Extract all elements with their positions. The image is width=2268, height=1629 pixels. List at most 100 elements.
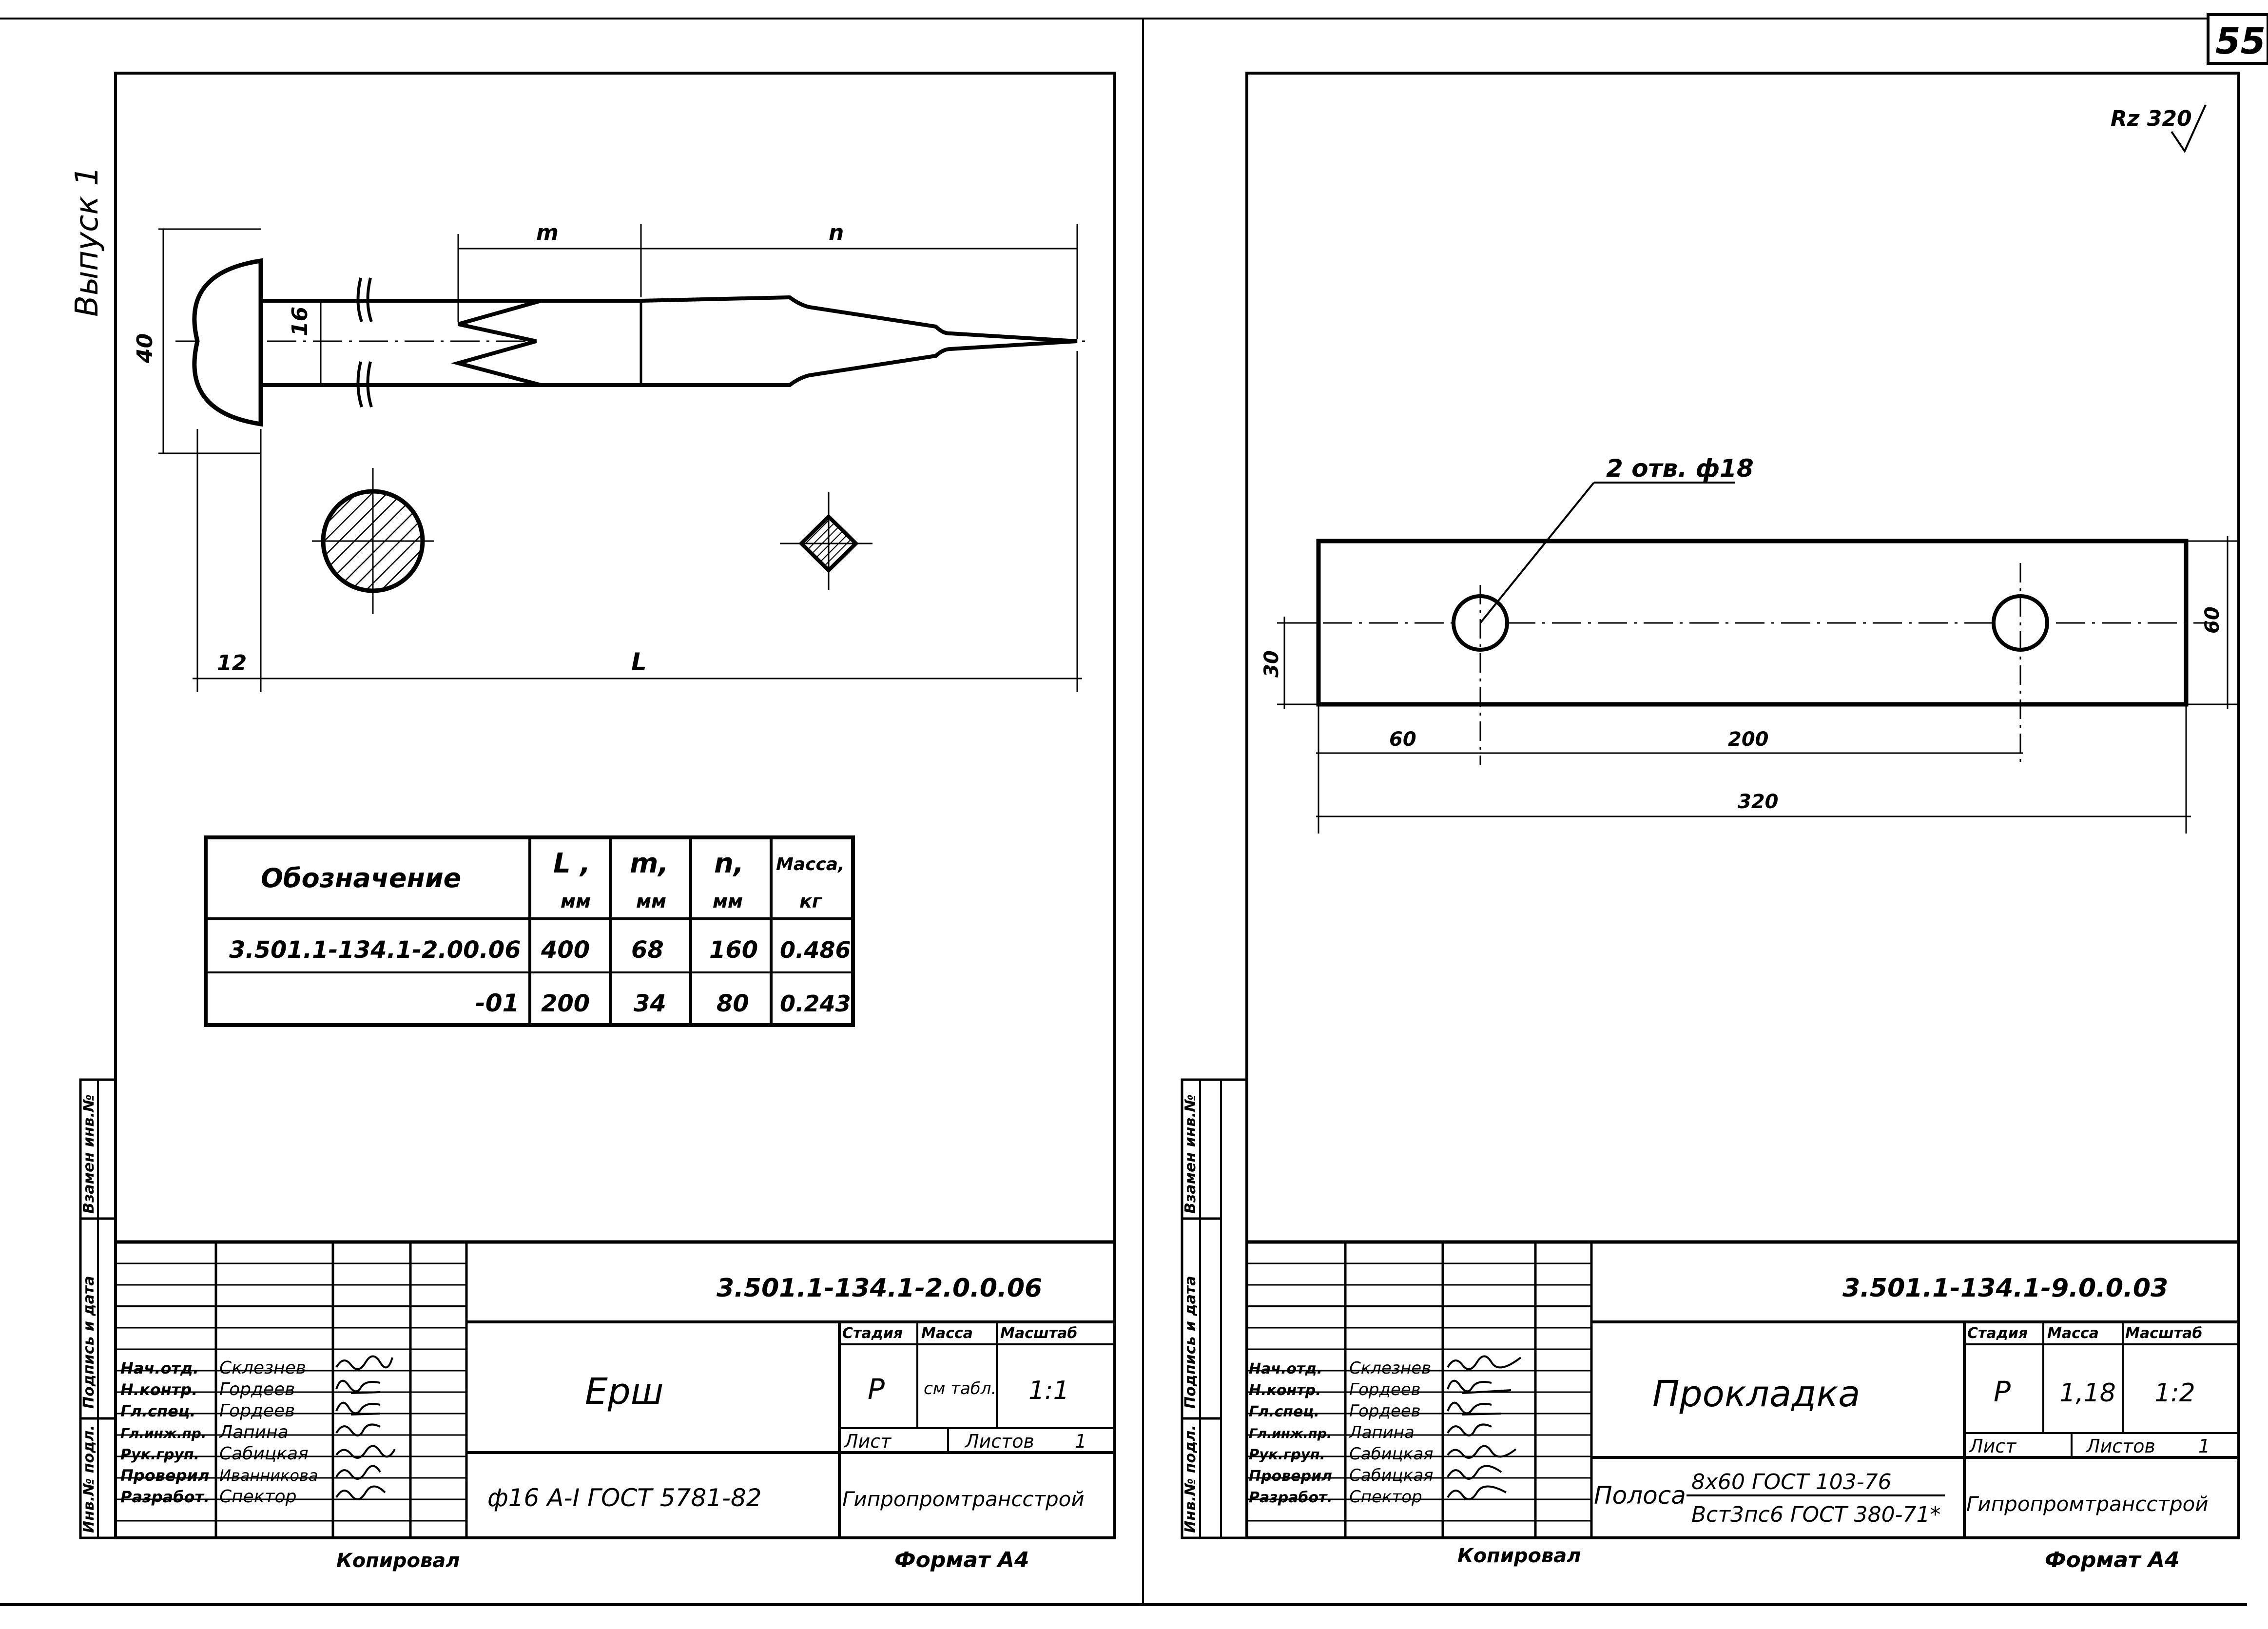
sheet-label: Лист — [1968, 1435, 2017, 1457]
spec-row-0-m: 68 — [631, 936, 664, 964]
name-3: Лапина — [218, 1422, 289, 1442]
ruff-dimension-labels: m n 40 16 12 L — [133, 220, 844, 676]
role-1: Н.контр. — [120, 1380, 197, 1399]
spec-header-mass-unit: кг — [799, 891, 822, 912]
side-stamp-col1: Инв.№ подл. — [1182, 1425, 1199, 1533]
mass-header: Масса — [2047, 1325, 2099, 1342]
scale-header: Масштаб — [1000, 1325, 1077, 1342]
scale-header: Масштаб — [2125, 1325, 2202, 1342]
dim-m: m — [536, 220, 559, 245]
spec-row-1-L: 200 — [541, 990, 590, 1017]
name-4: Сабицкая — [219, 1444, 309, 1464]
ruff-drawing — [158, 224, 1087, 692]
side-stamp-right: Взамен инв.№ Подпись и дата Инв.№ подл. — [1182, 1080, 1222, 1538]
dim-n: n — [829, 220, 844, 245]
role-2: Гл.спец. — [120, 1402, 196, 1420]
signatures — [1447, 1355, 1522, 1500]
spec-row-1-m: 34 — [634, 990, 666, 1017]
hole-callout: 2 отв. ф18 — [1606, 454, 1754, 483]
name-5: Сабицкая — [1349, 1466, 1434, 1485]
gasket-drawing — [1277, 482, 2237, 834]
title-block-right — [1247, 1240, 2239, 1538]
sheets-count: 1 — [1075, 1431, 1086, 1452]
spec-table-text: Обозначение L , мм m, мм n, мм Масса, кг… — [229, 848, 851, 1017]
dim-16: 16 — [288, 307, 312, 336]
dim-60-side: 60 — [2201, 606, 2224, 634]
dim-60: 60 — [1389, 728, 1416, 751]
signatures — [335, 1355, 396, 1500]
page-number: 55 — [2215, 20, 2266, 62]
dim-30: 30 — [1260, 650, 1283, 678]
material-prefix: Полоса — [1594, 1481, 1686, 1510]
sheets-label: Листов — [964, 1431, 1034, 1452]
mass-header: Масса — [921, 1325, 973, 1342]
spec-row-0-L: 400 — [541, 936, 590, 964]
spec-header-m-unit: мм — [636, 891, 666, 912]
role-5: Проверил — [120, 1466, 209, 1485]
sheet-left-border — [114, 72, 1116, 1539]
stage-value: Р — [868, 1373, 885, 1406]
mass-value: 1,18 — [2059, 1378, 2116, 1408]
role-4: Рук.груп. — [1249, 1446, 1325, 1463]
name-6: Спектор — [1349, 1487, 1422, 1507]
role-0: Нач.отд. — [120, 1359, 199, 1377]
role-4: Рук.груп. — [120, 1446, 199, 1463]
part-name: Прокладка — [1652, 1373, 1860, 1415]
name-0: Склезнев — [219, 1358, 306, 1378]
spec-header-L-unit: мм — [561, 891, 591, 912]
name-2: Гордеев — [219, 1401, 295, 1421]
side-stamp-col3: Взамен инв.№ — [80, 1094, 97, 1214]
sheet-left: Выпуск 1 — [69, 72, 1116, 1572]
role-3: Гл.инж.пр. — [120, 1425, 206, 1441]
material-bottom: Вст3пс6 ГОСТ 380-71* — [1691, 1502, 1941, 1527]
sheets-label: Листов — [2085, 1435, 2155, 1457]
sheet-right-border — [1245, 72, 2240, 1539]
dim-L: L — [631, 648, 647, 676]
gasket-dimension-labels: 2 отв. ф18 30 60 60 200 320 — [1260, 454, 2224, 813]
name-0: Склезнев — [1349, 1358, 1431, 1378]
role-0: Нач.отд. — [1249, 1360, 1322, 1377]
role-5: Проверил — [1249, 1468, 1332, 1485]
stage-header: Стадия — [1967, 1325, 2028, 1342]
role-1: Н.контр. — [1249, 1382, 1321, 1399]
sheets-count: 1 — [2198, 1435, 2210, 1457]
title-block-left-text: 3.501.1-134.1-2.0.0.06 Нач.отд. Н.контр.… — [120, 1274, 1086, 1512]
doc-number: 3.501.1-134.1-2.0.0.06 — [717, 1274, 1042, 1303]
role-6: Разработ. — [120, 1488, 210, 1506]
doc-number: 3.501.1-134.1-9.0.0.03 — [1842, 1274, 2168, 1303]
spec-row-0-mass: 0.486 — [780, 937, 851, 963]
page-number-box: 55 — [2207, 13, 2268, 65]
organization: Гипропромтрансстрой — [1966, 1492, 2209, 1516]
spec-row-1-n: 80 — [717, 990, 749, 1017]
sheet-label: Лист — [843, 1431, 892, 1452]
copied-label: Копировал — [336, 1550, 460, 1572]
side-stamp-col3: Взамен инв.№ — [1182, 1094, 1199, 1214]
name-2: Гордеев — [1349, 1401, 1421, 1421]
stage-header: Стадия — [842, 1325, 903, 1342]
dim-200: 200 — [1728, 728, 1769, 751]
spec-row-0-designation: 3.501.1-134.1-2.00.06 — [229, 936, 521, 964]
name-5: Иванникова — [219, 1466, 318, 1485]
page-frame — [0, 18, 2247, 1606]
scale-value: 1:2 — [2154, 1378, 2195, 1408]
spec-header-n: n, — [714, 848, 744, 879]
name-4: Сабицкая — [1349, 1444, 1434, 1464]
sheet-right: Rz 320 — [1181, 72, 2240, 1572]
release-label: Выпуск 1 — [69, 166, 105, 317]
spec-row-0-n: 160 — [709, 936, 758, 964]
role-3: Гл.инж.пр. — [1249, 1426, 1332, 1441]
material-top: 8х60 ГОСТ 103-76 — [1691, 1470, 1892, 1494]
spec-row-1-designation: -01 — [475, 989, 519, 1017]
name-1: Гордеев — [1349, 1380, 1421, 1399]
spec-table — [204, 835, 855, 1027]
side-stamp-col2: Подпись и дата — [1182, 1276, 1199, 1409]
dim-12: 12 — [217, 651, 247, 676]
spec-header-n-unit: мм — [713, 891, 743, 912]
role-6: Разработ. — [1249, 1489, 1333, 1506]
material: ф16 А-I ГОСТ 5781-82 — [487, 1484, 762, 1512]
dim-320: 320 — [1738, 791, 1779, 813]
part-name: Ерш — [585, 1371, 663, 1413]
side-stamp-col2: Подпись и дата — [80, 1276, 97, 1409]
side-stamp-left: Взамен инв.№ Подпись и дата Инв.№ подл. — [80, 1080, 116, 1538]
dim-40: 40 — [133, 333, 157, 364]
